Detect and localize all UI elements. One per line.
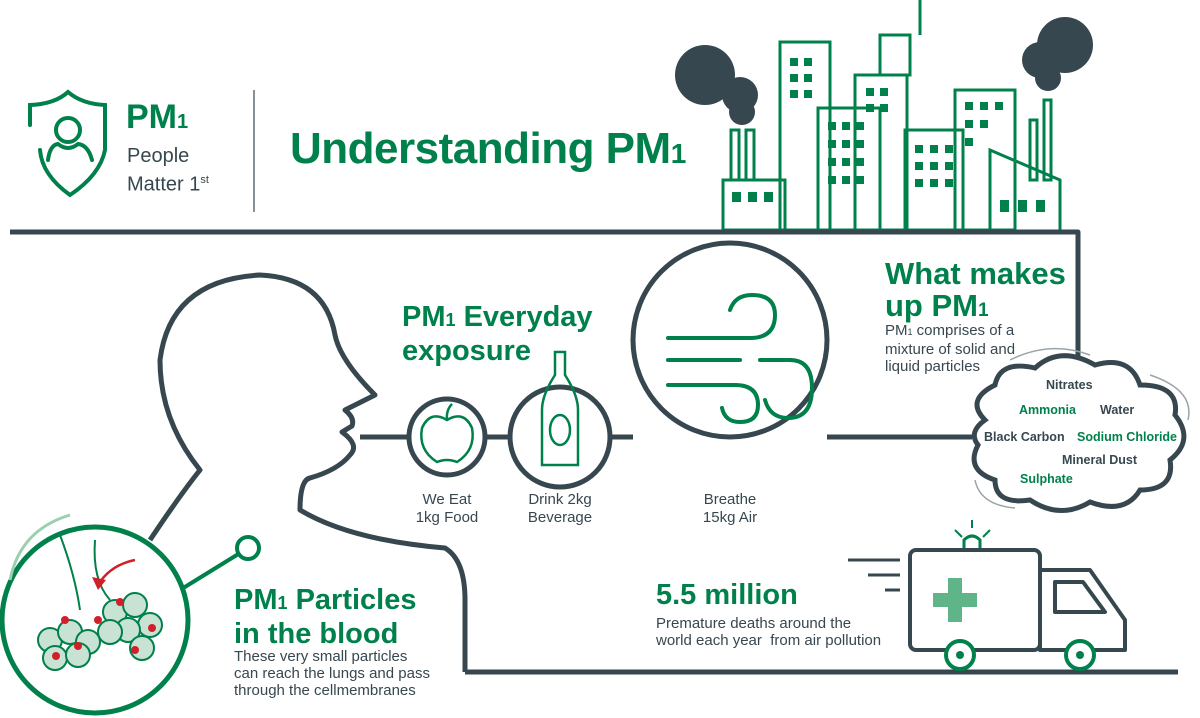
component-nitrates: Nitrates: [1046, 378, 1093, 392]
particles-icon: [52, 598, 156, 660]
logo-title: PM1: [126, 98, 188, 137]
blood-title-line2: in the blood: [234, 618, 399, 650]
composition-title-sub: 1: [978, 300, 989, 321]
page-title-sub: 1: [670, 138, 687, 169]
component-ammonia: Ammonia: [1019, 403, 1076, 417]
deaths-stat: 5.5 million: [656, 579, 798, 611]
caption-line: Drink 2kg: [528, 491, 592, 508]
component-water: Water: [1100, 403, 1135, 417]
logo-line2: Matter 1: [127, 173, 201, 196]
exposure-title-rest: Everyday: [455, 301, 593, 333]
desc-line2: mixture of solid and: [885, 341, 1016, 358]
blood-description: These very small particles can reach the…: [234, 648, 430, 699]
blood-title-sub: 1: [277, 593, 288, 613]
desc-line: through the cellmembranes: [234, 682, 416, 699]
desc-line: can reach the lungs and pass: [234, 665, 430, 682]
bottle-icon: [540, 350, 580, 467]
logo-shield-icon: [28, 89, 107, 198]
page-title-text: Understanding PM: [290, 124, 671, 173]
page-title: Understanding PM1: [290, 124, 686, 174]
deaths-description: Premature deaths around the world each y…: [656, 615, 881, 649]
composition-title: What makes up PM1: [885, 258, 1066, 327]
composition-title-line1: What makes: [885, 256, 1066, 291]
exposure-title: PM1 Everyday exposure: [402, 302, 593, 367]
desc-line: These very small particles: [234, 648, 408, 665]
composition-title-line2: up PM: [885, 288, 978, 323]
flow-lines: [10, 229, 1178, 675]
exposure-title-sub: 1: [445, 310, 456, 330]
composition-description: PM1 comprises of a mixture of solid and …: [885, 322, 1015, 375]
desc-line1: comprises of a: [912, 322, 1015, 339]
blood-title-pm: PM: [234, 584, 278, 616]
logo-sup: st: [200, 174, 209, 186]
logo-line1: People: [127, 145, 190, 167]
logo-sub: 1: [177, 111, 189, 133]
desc-pm: PM: [885, 322, 908, 339]
connector-node: [235, 535, 261, 561]
component-black-carbon: Black Carbon: [984, 430, 1065, 444]
blood-title-rest: Particles: [287, 584, 417, 616]
smoke-icon: [675, 17, 1093, 125]
component-sodium-chloride: Sodium Chloride: [1077, 430, 1177, 444]
desc-line: world each year from air pollution: [656, 632, 882, 649]
component-mineral-dust: Mineral Dust: [1062, 453, 1138, 467]
speed-lines: [848, 558, 900, 592]
components-cloud: [971, 353, 1187, 513]
caption-line: 1kg Food: [415, 509, 479, 526]
desc-line: Premature deaths around the: [656, 615, 852, 632]
component-sulphate: Sulphate: [1020, 472, 1073, 486]
exposure-title-line2: exposure: [402, 335, 531, 367]
caption-line: We Eat: [422, 491, 472, 508]
blood-title: PM1 Particles in the blood: [234, 585, 417, 650]
desc-sub: 1: [907, 327, 913, 337]
exposure-title-pm: PM: [402, 301, 446, 333]
city-skyline-icon: [721, 0, 1062, 232]
wind-icon: [666, 292, 815, 425]
caption-line: Beverage: [527, 509, 593, 526]
logo-tagline: People Matter 1st: [127, 144, 209, 197]
apple-icon: [420, 403, 474, 464]
caption-line: 15kg Air: [702, 509, 758, 526]
building-windows: [732, 58, 1045, 212]
caption-line: Breathe: [703, 491, 757, 508]
desc-line3: liquid particles: [885, 358, 981, 375]
logo-pm: PM: [126, 98, 177, 136]
